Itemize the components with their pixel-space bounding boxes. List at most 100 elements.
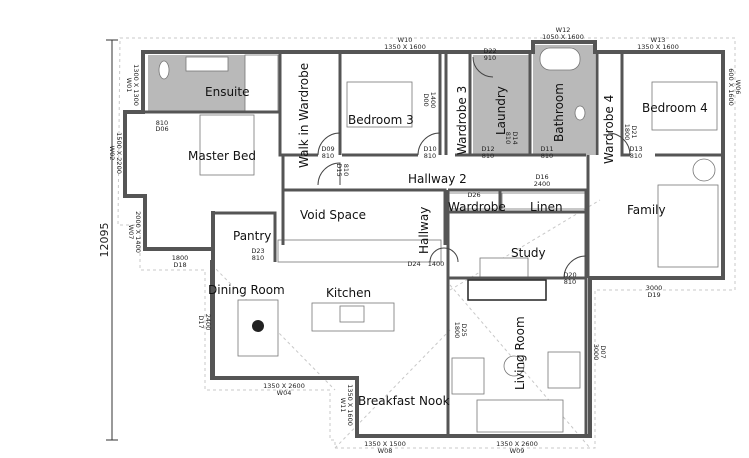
door-d06-size: 810 — [156, 119, 168, 127]
door-d00-id: D00 — [422, 93, 430, 106]
door-d13-size: 810 — [630, 152, 642, 160]
overall-dimension: 12095 — [98, 39, 118, 441]
coffee-table-icon — [503, 355, 525, 377]
room-bathroom: Bathroom — [552, 83, 566, 142]
room-hallway-2: Hallway 2 — [408, 172, 467, 186]
door-d15-id: D15 — [335, 163, 343, 176]
room-walk-in-wardrobe: Walk in Wardrobe — [297, 63, 311, 168]
room-master-bed: Master Bed — [188, 149, 256, 163]
room-bedroom-4: Bedroom 4 — [642, 101, 708, 115]
window-w08-id: W08 — [378, 447, 393, 455]
window-w10-id: W10 — [398, 36, 413, 44]
window-w04-size: 1350 X 2600 — [263, 382, 305, 390]
window-w02-size: 1500 X 2200 — [115, 132, 123, 174]
door-d09-size: 810 — [322, 152, 334, 160]
window-w12-size: 1050 X 1600 — [542, 33, 584, 41]
room-wardrobe: Wardrobe — [448, 200, 506, 214]
door-swings — [317, 56, 631, 279]
door-d19-id: D19 — [647, 291, 660, 299]
room-kitchen: Kitchen — [326, 286, 371, 300]
door-d26-id: D26 — [467, 191, 480, 199]
door-d17-size: 2400 — [204, 314, 212, 331]
window-w07-size: 2000 X 1400 — [134, 211, 142, 253]
bed3-icon — [346, 81, 413, 128]
door-d21-size: 1800 — [623, 124, 631, 141]
armchair-icon — [451, 357, 485, 395]
armchair-icon — [547, 351, 581, 389]
overall-dimension-label: 12095 — [98, 223, 111, 258]
door-d07-size: 3000 — [592, 344, 600, 361]
door-d18-size: 1800 — [172, 254, 189, 262]
door-d25-id: D25 — [460, 323, 468, 336]
door-d10-size: 810 — [424, 152, 436, 160]
door-d14-id: D14 — [511, 131, 519, 144]
room-pantry: Pantry — [233, 229, 271, 243]
door-d09-id: D09 — [321, 145, 334, 153]
walls — [123, 40, 725, 438]
kitchen-bench — [277, 239, 442, 263]
bed4-icon — [651, 81, 718, 131]
room-void-space: Void Space — [300, 208, 366, 222]
door-d17-id: D17 — [197, 315, 205, 328]
living-sofa-icon — [476, 399, 564, 433]
room-living-room: Living Room — [513, 316, 527, 390]
room-dining-room: Dining Room — [208, 283, 285, 297]
door-d07-id: D07 — [599, 345, 607, 358]
window-w02-id: W02 — [108, 146, 116, 161]
tv-unit — [467, 279, 547, 301]
family-sofa-icon — [657, 184, 719, 268]
door-d22-size: 910 — [484, 54, 496, 62]
door-d12-size: 810 — [482, 152, 494, 160]
door-d13-id: D13 — [629, 145, 642, 153]
door-d24-id: D24 — [407, 260, 420, 268]
toilet-icon — [158, 60, 170, 80]
window-w01-size: 1300 X 1300 — [132, 64, 140, 106]
family-lamp-icon — [692, 158, 716, 182]
window-w11-size: 1350 X 1600 — [346, 384, 354, 426]
plant-icon — [252, 320, 264, 332]
window-w13-id: W13 — [651, 36, 666, 44]
window-w10-size: 1350 X 1600 — [384, 43, 426, 51]
door-d24-size: 1400 — [428, 260, 445, 268]
door-d16-id: D16 — [535, 173, 548, 181]
window-w01-id: W01 — [125, 78, 133, 93]
door-d12-id: D12 — [481, 145, 494, 153]
window-w12-id: W12 — [556, 26, 571, 34]
door-d20-id: D20 — [563, 271, 576, 279]
room-family: Family — [627, 203, 666, 217]
bathtub-icon — [539, 47, 581, 71]
door-labels: 810 D06 D09 810 D15 810 D10 810 D22 910 … — [155, 47, 662, 360]
roof-outline — [117, 37, 736, 449]
room-wardrobe-3: Wardrobe 3 — [455, 86, 469, 155]
window-w08-size: 1350 X 1500 — [364, 440, 406, 448]
door-d06-id: D06 — [155, 125, 168, 133]
window-w13-size: 1350 X 1600 — [637, 43, 679, 51]
room-labels: Ensuite Master Bed Walk in Wardrobe Bedr… — [188, 63, 708, 408]
laundry-floor — [473, 55, 530, 155]
door-d20-size: 810 — [564, 278, 576, 286]
room-ensuite: Ensuite — [205, 85, 249, 99]
door-d15-size: 810 — [342, 164, 350, 176]
door-d23-size: 810 — [252, 254, 264, 262]
window-w11-id: W11 — [339, 398, 347, 413]
shower — [244, 54, 279, 113]
room-linen: Linen — [530, 200, 563, 214]
door-d23-id: D23 — [251, 247, 264, 255]
door-d21-id: D21 — [630, 125, 638, 138]
door-d10-id: D10 — [423, 145, 436, 153]
window-labels: W10 1350 X 1600 W12 1050 X 1600 W13 1350… — [108, 26, 742, 455]
door-d25-size: 1800 — [453, 322, 461, 339]
room-breakfast-nook: Breakfast Nook — [358, 394, 450, 408]
sink-icon — [339, 305, 365, 323]
master-bed-icon — [199, 114, 255, 176]
window-w09-id: W09 — [510, 447, 525, 455]
door-d00-size: 1400 — [429, 92, 437, 109]
window-w09-size: 1350 X 2600 — [496, 440, 538, 448]
door-d11-size: 810 — [541, 152, 553, 160]
door-d22-id: D22 — [483, 47, 496, 55]
door-d16-size: 2400 — [534, 180, 551, 188]
door-d11-id: D11 — [540, 145, 553, 153]
window-w07-id: W07 — [127, 225, 135, 240]
room-hallway: Hallway — [417, 207, 431, 254]
